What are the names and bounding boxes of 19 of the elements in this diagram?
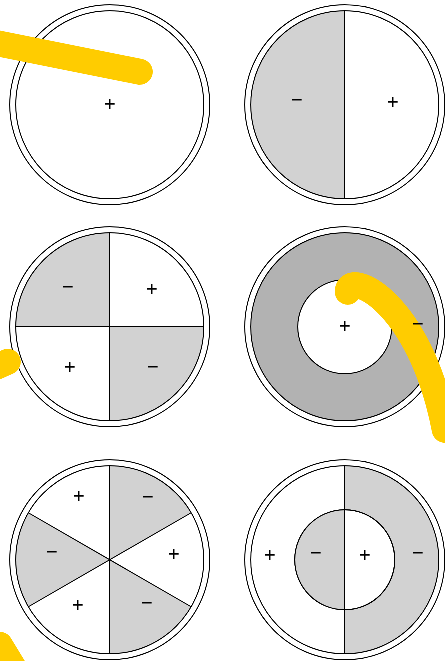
sign-label: − — [47, 551, 57, 553]
sign-label: − — [148, 366, 158, 368]
sign-label: − — [292, 99, 302, 101]
sign-label: + — [360, 550, 370, 560]
sign-label: + — [65, 362, 75, 372]
sign-label: + — [169, 549, 179, 559]
sign-label: + — [73, 600, 83, 610]
sign-label: − — [143, 496, 153, 498]
sign-label: − — [63, 286, 73, 288]
sign-label: − — [413, 323, 423, 325]
sign-label: + — [74, 491, 84, 501]
sign-label: + — [105, 99, 115, 109]
sign-label: − — [311, 552, 321, 554]
sign-label: + — [265, 550, 275, 560]
sign-label: + — [147, 284, 157, 294]
sign-label: − — [142, 602, 152, 604]
sign-label: − — [413, 552, 423, 554]
sign-label: + — [388, 97, 398, 107]
sign-label: + — [340, 321, 350, 331]
